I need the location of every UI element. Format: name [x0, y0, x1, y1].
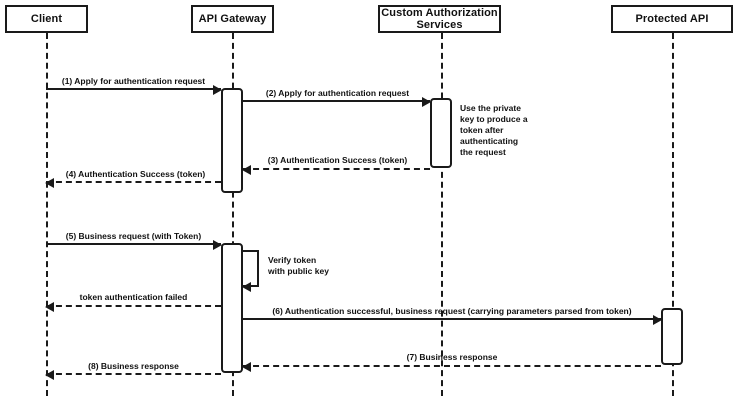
lifeline-label-client: Client — [30, 13, 63, 25]
arrowhead-left-icon — [45, 370, 54, 380]
message-3-label: (3) Authentication Success (token) — [267, 155, 408, 165]
arrowhead-right-icon — [213, 85, 222, 95]
note-private-key-line4: authenticating — [460, 136, 519, 146]
arrowhead-right-icon — [653, 315, 662, 325]
lifeline-label-api-gateway: API Gateway — [198, 13, 267, 25]
message-8-label: (8) Business response — [88, 361, 179, 371]
activation-protected-api — [661, 308, 683, 365]
arrowhead-left-icon — [242, 362, 251, 372]
lifeline-api-gateway — [232, 33, 234, 396]
lifeline-header-protected-api[interactable]: Protected API — [611, 5, 733, 33]
message-3-line — [242, 165, 430, 175]
lifeline-header-custom-authorization-services[interactable]: Custom Authorization Services — [378, 5, 501, 33]
message-5-label: (5) Business request (with Token) — [65, 231, 202, 241]
message-4-line — [45, 178, 221, 188]
note-private-key-line2: key to produce a — [460, 114, 528, 124]
self-message-right-segment — [257, 250, 259, 287]
note-private-key: Use the private key to produce a token a… — [460, 103, 540, 158]
message-7-label: (7) Business response — [406, 352, 498, 362]
arrowhead-right-icon — [213, 240, 222, 250]
lifeline-header-client[interactable]: Client — [5, 5, 88, 33]
self-message-label-line2: with public key — [268, 266, 329, 276]
message-4-label: (4) Authentication Success (token) — [65, 169, 206, 179]
activation-custom-authorization-services — [430, 98, 452, 168]
activation-api-gateway-auth — [221, 88, 243, 193]
note-private-key-line5: the request — [460, 147, 506, 157]
message-7-line — [242, 362, 661, 372]
message-6-line — [243, 315, 662, 325]
arrowhead-left-icon — [45, 302, 54, 312]
message-token-auth-failed-label: token authentication failed — [79, 292, 188, 302]
activation-api-gateway-business — [221, 243, 243, 373]
lifeline-label-custom-authorization-line1: Custom Authorization — [381, 7, 498, 19]
lifeline-custom-authorization-services — [441, 33, 443, 396]
message-5-line — [46, 240, 222, 250]
message-8-line — [45, 370, 221, 380]
self-message-verify-token — [243, 250, 259, 287]
lifeline-label-protected-api: Protected API — [635, 13, 709, 25]
arrowhead-left-icon — [45, 178, 54, 188]
message-6-label: (6) Authentication successful, business … — [272, 306, 632, 316]
message-1-line — [46, 85, 222, 95]
self-message-label-line1: Verify token — [268, 255, 317, 265]
message-2-line — [243, 97, 431, 107]
arrowhead-right-icon — [422, 97, 431, 107]
message-token-auth-failed-line — [45, 302, 221, 312]
lifeline-label-custom-authorization-line2: Services — [416, 19, 463, 31]
lifeline-header-api-gateway[interactable]: API Gateway — [191, 5, 274, 33]
arrowhead-left-icon — [242, 282, 251, 292]
lifeline-protected-api — [672, 33, 674, 396]
message-1-label: (1) Apply for authentication request — [61, 76, 206, 86]
self-message-top-segment — [243, 250, 259, 252]
note-private-key-line3: token after — [460, 125, 504, 135]
self-message-bottom-segment — [243, 285, 259, 287]
lifeline-client — [46, 33, 48, 396]
arrowhead-left-icon — [242, 165, 251, 175]
message-2-label: (2) Apply for authentication request — [265, 88, 410, 98]
note-private-key-line1: Use the private — [460, 103, 521, 113]
